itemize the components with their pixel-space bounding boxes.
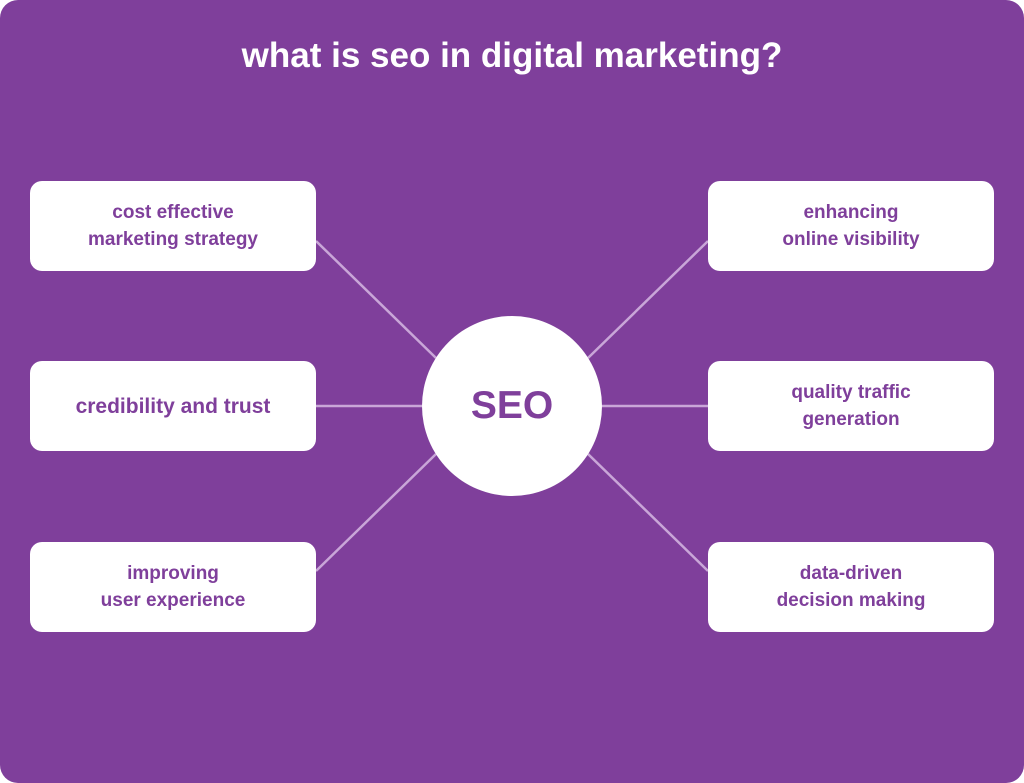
node-label-line: enhancing — [803, 202, 899, 223]
node-enhancing-online-visibility: enhancing online visibility — [708, 181, 994, 271]
node-label-line: decision making — [776, 590, 926, 611]
diagram-title: what is seo in digital marketing? — [241, 36, 783, 75]
node-label-line: online visibility — [782, 229, 920, 250]
connector-right-top — [587, 240, 709, 359]
connector-right-bottom — [587, 453, 709, 572]
node-label-line: data-driven — [799, 563, 903, 584]
node-label-line: credibility and trust — [75, 394, 271, 418]
seo-center-node: SEO — [422, 316, 602, 496]
node-data-driven-decision-making: data-driven decision making — [708, 542, 994, 632]
node-label-line: generation — [802, 409, 900, 430]
node-improving-user-experience: improving user experience — [30, 542, 316, 632]
node-label-line: improving — [127, 563, 219, 584]
node-credibility-and-trust: credibility and trust — [30, 361, 316, 451]
connector-left-bottom — [315, 453, 437, 572]
node-label-line: marketing strategy — [87, 229, 258, 250]
connector-left-top — [315, 240, 437, 359]
node-quality-traffic-generation: quality traffic generation — [708, 361, 994, 451]
node-cost-effective-marketing-strategy: cost effective marketing strategy — [30, 181, 316, 271]
node-label-line: cost effective — [112, 202, 234, 223]
node-label-line: user experience — [100, 590, 246, 611]
node-label-line: quality traffic — [791, 382, 911, 403]
